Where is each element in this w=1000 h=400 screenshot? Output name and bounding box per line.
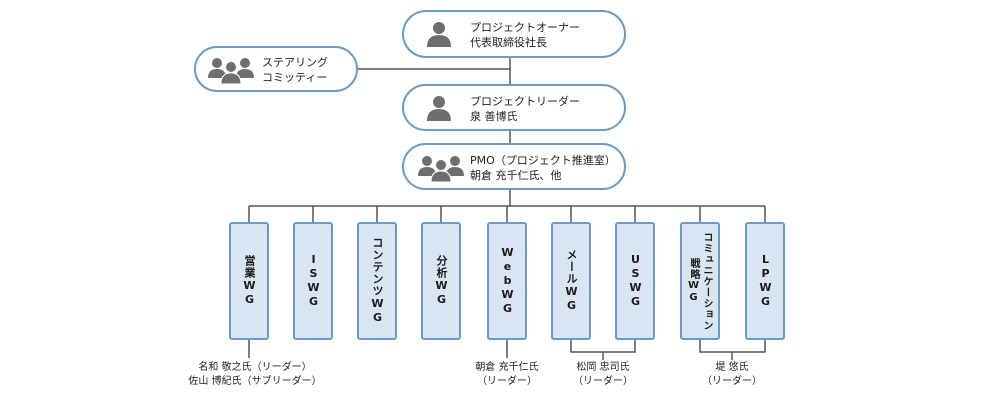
owner-title: プロジェクトオーナー (470, 21, 580, 34)
leader-name: 堤 悠氏 (715, 362, 749, 373)
leader-name: 名和 敬之氏（リーダー） (198, 362, 312, 373)
wg-communication: コミュニケーション 戦略WG (680, 222, 720, 340)
group-icon (418, 156, 464, 182)
owner-node: プロジェクトオーナー 代表取締役社長 (402, 10, 626, 58)
wg-lp: LPWG (745, 222, 785, 340)
project-leader-node: プロジェクトリーダー 泉 善博氏 (402, 84, 626, 131)
pmo-node: PMO（プロジェクト推進室） 朝倉 充千仁氏、他 (402, 143, 626, 190)
steering-title: ステアリング (262, 56, 328, 69)
sub-leader-name: 佐山 博紀氏（サブリーダー） (188, 376, 322, 387)
wg-mail: メールWG (551, 222, 591, 340)
leader-role: （リーダー） (477, 376, 537, 387)
steering-committee-node: ステアリング コミッティー (194, 46, 358, 92)
leader-name: 朝倉 充千仁氏 (475, 362, 539, 373)
wg-contents: コンテンツWG (357, 222, 397, 340)
mail-us-leader: 松岡 忠司氏 （リーダー） (573, 361, 633, 389)
wg-label: WebWG (501, 246, 514, 316)
wg-label: LPWG (759, 253, 772, 309)
wg-web: WebWG (487, 222, 527, 340)
wg-label: ISWG (307, 253, 320, 309)
wg-label: コミュニケーション 戦略WG (688, 231, 712, 331)
wg-is: ISWG (293, 222, 333, 340)
web-leader: 朝倉 充千仁氏 （リーダー） (475, 361, 538, 389)
steering-subtitle: コミッティー (262, 71, 328, 84)
wg-eigyo: 営業WG (229, 222, 269, 340)
wg-label: メールWG (565, 249, 578, 313)
leader-name: 松岡 忠司氏 (576, 362, 630, 373)
leader-role: （リーダー） (573, 376, 633, 387)
leader-bracket (570, 340, 636, 353)
pmo-title: PMO（プロジェクト推進室） (470, 154, 616, 167)
eigyo-leaders: 名和 敬之氏（リーダー） 佐山 博紀氏（サブリーダー） (188, 361, 321, 389)
wg-label: コンテンツWG (371, 237, 384, 325)
wg-bunseki: 分析WG (421, 222, 461, 340)
comm-lp-leader: 堤 悠氏 （リーダー） (702, 361, 762, 389)
leader-title: プロジェクトリーダー (470, 95, 580, 108)
wg-label: USWG (629, 253, 642, 309)
owner-name: 代表取締役社長 (470, 36, 547, 49)
person-icon (427, 96, 451, 121)
leader-bracket (699, 340, 766, 353)
wg-label: 営業WG (243, 255, 256, 307)
wg-label: 分析WG (435, 255, 448, 307)
wg-us: USWG (615, 222, 655, 340)
pmo-members: 朝倉 充千仁氏、他 (470, 169, 562, 182)
person-icon (427, 22, 451, 47)
group-icon (208, 58, 254, 84)
leader-role: （リーダー） (702, 376, 762, 387)
leader-name: 泉 善博氏 (470, 110, 518, 123)
